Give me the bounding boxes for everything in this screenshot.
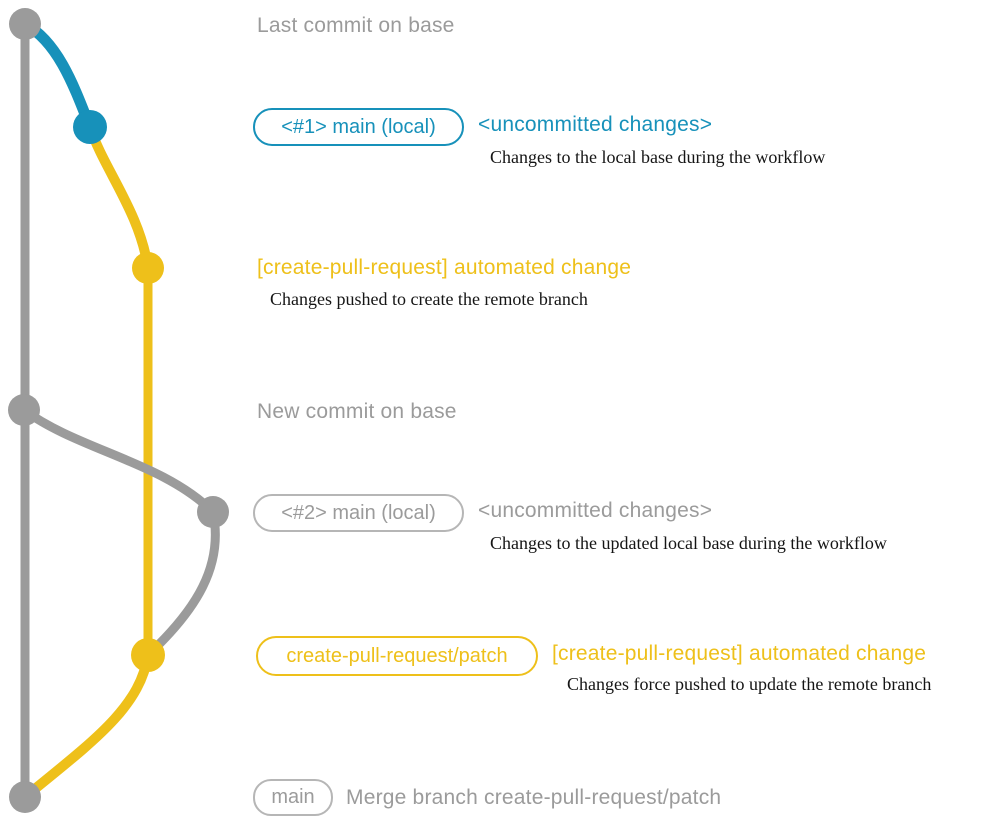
branch-badge-main-local-1: <#1> main (local) xyxy=(253,108,464,146)
commit-node-merge xyxy=(9,781,41,813)
new-commit-label: New commit on base xyxy=(257,400,457,423)
branch-badge-patch: create-pull-request/patch xyxy=(256,636,538,676)
automated-change-detail-2: Changes force pushed to update the remot… xyxy=(567,674,932,694)
rebased-main-curve xyxy=(19,405,218,517)
uncommitted-changes-detail-2: Changes to the updated local base during… xyxy=(490,533,887,553)
commit-node-uncommitted-1 xyxy=(73,110,107,144)
uncommitted-changes-detail-1: Changes to the local base during the wor… xyxy=(490,147,826,167)
commit-node-new-base xyxy=(8,394,40,426)
automated-change-heading-2: [create-pull-request] automated change xyxy=(552,642,927,665)
force-push-curve xyxy=(143,507,220,660)
automated-change-detail-1: Changes pushed to create the remote bran… xyxy=(270,289,588,309)
uncommitted-changes-heading-1: <uncommitted changes> xyxy=(478,113,713,136)
commit-node-automated-1 xyxy=(132,252,164,284)
branch-badge-main-local-2: <#2> main (local) xyxy=(253,494,464,532)
commit-node-last-base xyxy=(9,8,41,40)
uncommitted-changes-heading-2: <uncommitted changes> xyxy=(478,499,713,522)
local-main-branch-curve xyxy=(19,18,96,133)
commit-node-uncommitted-2 xyxy=(197,496,229,528)
patch-branch-curve-top xyxy=(85,122,153,273)
branch-badge-main: main xyxy=(253,779,333,816)
last-commit-label: Last commit on base xyxy=(257,14,455,37)
commit-node-automated-2 xyxy=(131,638,165,672)
merge-curve xyxy=(20,650,153,802)
automated-change-heading-1: [create-pull-request] automated change xyxy=(257,256,632,279)
merge-commit-heading: Merge branch create-pull-request/patch xyxy=(346,786,722,809)
